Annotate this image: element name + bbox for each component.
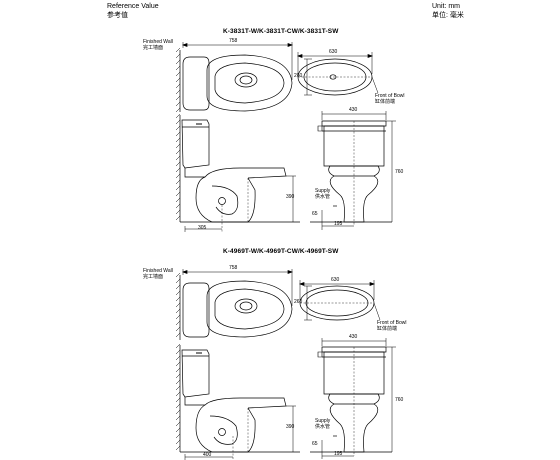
supply-label-cn: 供水管 [315,424,331,430]
toilet-side-view [182,350,286,452]
model-title: K-3831T-W/K-3831T-CW/K-3831T-SW [223,28,339,35]
toilet-side-view [182,120,286,222]
front-of-bowl-label: Front of Bowl [377,320,407,326]
unit-label: Unit: mm [432,3,460,10]
finished-wall-label-cn: 完工墙面 [143,45,164,51]
dim-overall-depth: 758 [229,265,238,271]
dim-tank-width: 430 [349,334,358,340]
front-of-bowl-label-cn: 缸体前端 [375,99,396,105]
dim-overall-depth: 758 [229,38,238,44]
reference-value-label-cn: 参考值 [107,12,128,19]
dim-supply-offset: 195 [334,451,343,457]
dim-supply-height: 65 [312,211,318,217]
supply-label: Supply [315,188,331,194]
finished-wall-label: Finished Wall [143,268,173,274]
dim-height: 760 [395,397,404,403]
dim-bowl-depth: 260 [294,73,303,79]
toilet-top-view [183,281,292,337]
unit-label-cn: 单位: 毫米 [432,12,464,19]
front-of-bowl-label-cn: 缸体前端 [377,326,398,332]
dim-supply-offset: 195 [334,221,343,227]
reference-value-label: Reference Value [107,3,159,10]
dim-bowl-width: 630 [331,277,340,283]
dim-supply-height: 65 [312,441,318,447]
toilet-front-view [310,121,392,226]
wall-hatching-top [176,48,180,112]
dim-rough-in: 305 [198,225,207,231]
finished-wall-label: Finished Wall [143,39,173,45]
dim-tank-width: 430 [349,107,358,113]
dim-bowl-depth: 260 [294,299,303,305]
dim-outlet-height: 390 [286,194,295,200]
toilet-front-view [310,347,392,456]
model-title: K-4969T-W/K-4969T-CW/K-4969T-SW [223,248,339,255]
toilet-top-view [183,55,292,111]
dim-rough-in: 400 [203,452,212,458]
supply-label: Supply [315,418,331,424]
dim-outlet-height: 390 [286,424,295,430]
supply-label-cn: 供水管 [315,194,331,200]
bowl-front-view [300,286,374,320]
front-of-bowl-label: Front of Bowl [375,93,405,99]
dim-height: 760 [395,169,404,175]
finished-wall-label-cn: 完工墙面 [143,274,164,280]
wall-hatching-top [176,273,180,340]
dim-bowl-width: 630 [329,49,338,55]
